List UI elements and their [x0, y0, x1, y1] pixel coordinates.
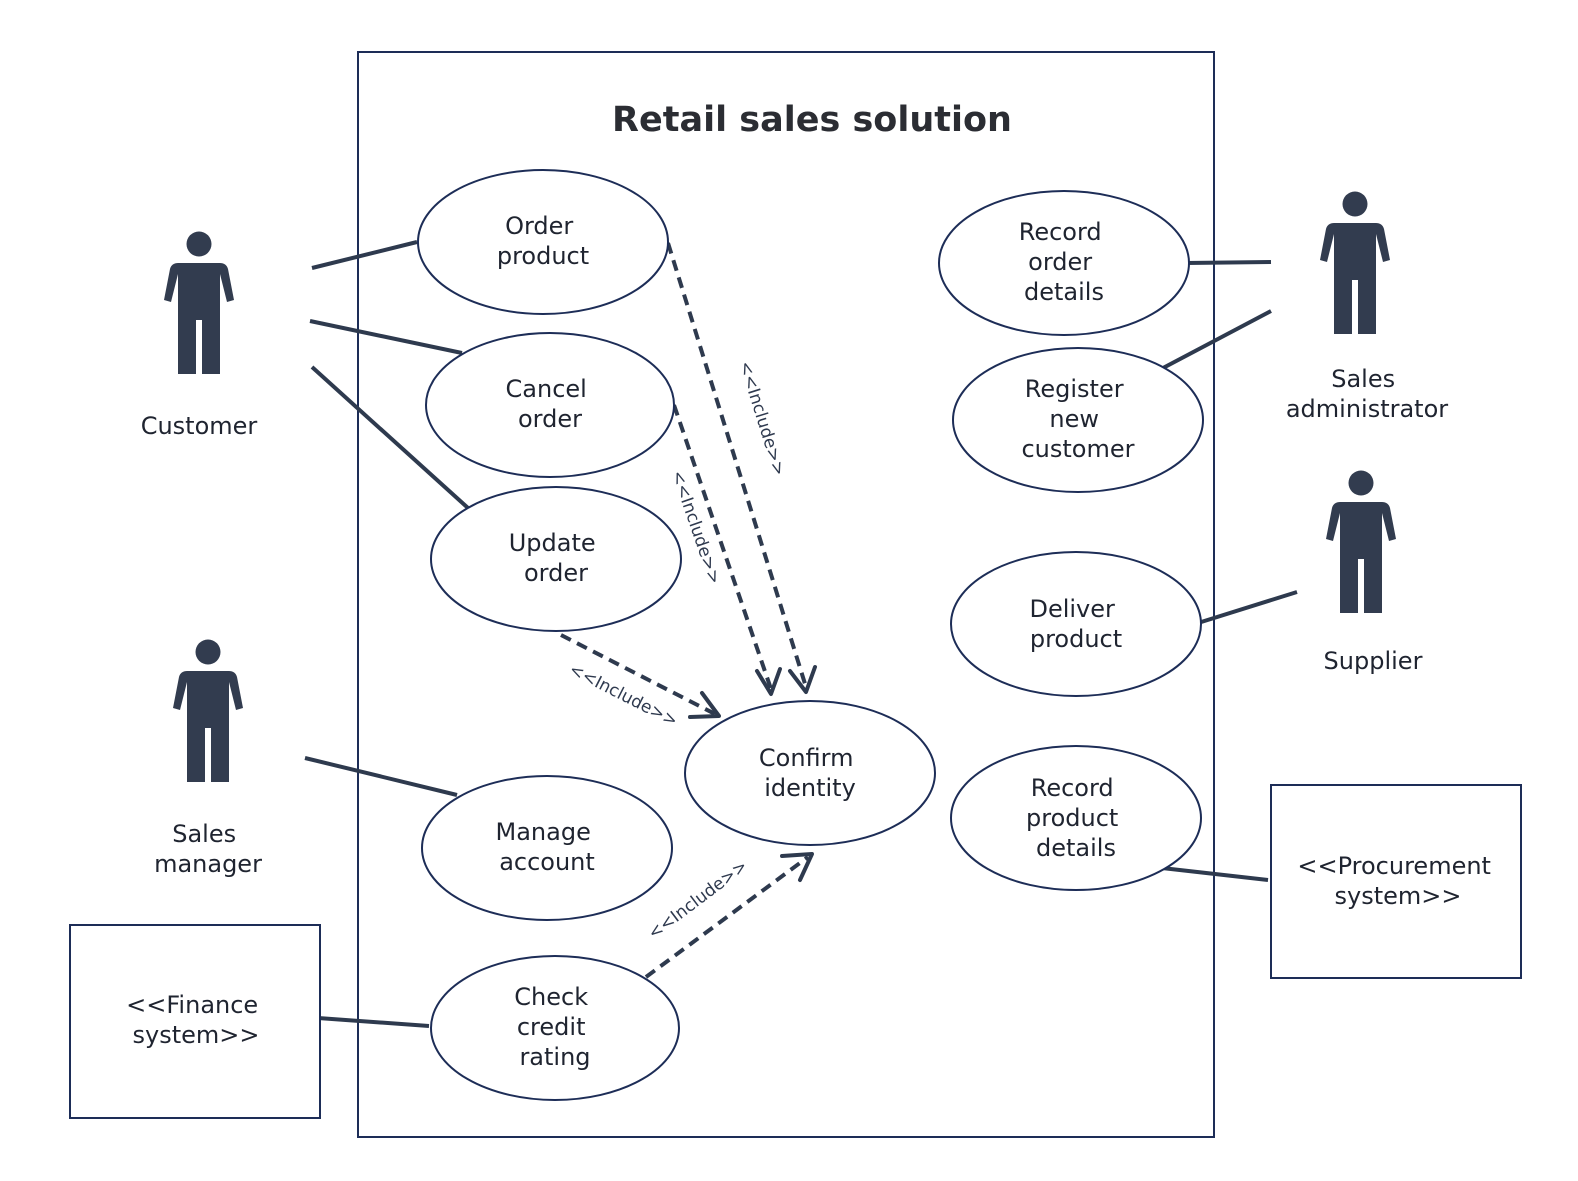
use-case-label: Update order — [509, 529, 604, 587]
external-system-label: <<Procurement system>> — [1297, 852, 1498, 910]
actor-sales-manager: Sales manager — [154, 639, 262, 878]
include-line-check-credit — [644, 855, 810, 979]
external-system-label: <<Finance system>> — [126, 991, 266, 1049]
system-boundary — [357, 51, 1215, 1138]
actor-label: Sales administrator — [1286, 365, 1448, 423]
use-case-label: Order product — [497, 212, 589, 270]
system-title: Retail sales solution — [612, 100, 1012, 140]
use-case-label: Deliver product — [1029, 595, 1122, 653]
external-system-box — [1270, 784, 1522, 979]
include-arrowhead-check-credit — [780, 852, 814, 882]
use-case-ellipse — [430, 955, 680, 1101]
assoc-sales-manager-manage-account — [304, 756, 458, 797]
use-case-label: Record product details — [1026, 774, 1126, 862]
external-system-box — [69, 924, 321, 1119]
person-icon — [1326, 470, 1396, 613]
use-case-ellipse — [421, 775, 673, 921]
use-case-label: Manage account — [496, 818, 599, 876]
use-case-update-order: Update order — [430, 486, 682, 632]
assoc-customer-order-product — [311, 240, 418, 270]
assoc-admin-record-order — [1185, 260, 1272, 265]
use-case-deliver-product: Deliver product — [950, 551, 1202, 697]
use-case-manage-account: Manage account — [421, 775, 673, 921]
use-case-order-product: Order product — [417, 169, 669, 315]
use-case-cancel-order: Cancel order — [425, 332, 675, 478]
use-case-ellipse — [425, 332, 675, 478]
use-case-ellipse — [430, 486, 682, 632]
use-case-ellipse — [417, 169, 669, 315]
use-case-label: Confirm identity — [759, 744, 861, 802]
external-system-finance: <<Finance system>> — [69, 924, 321, 1119]
person-icon — [1320, 191, 1390, 334]
include-arrowhead-order-product — [788, 665, 817, 694]
use-case-ellipse — [950, 551, 1202, 697]
assoc-admin-register-customer — [1162, 309, 1272, 370]
use-case-ellipse — [950, 745, 1202, 891]
include-label-order-product: <<Include>> — [735, 359, 789, 478]
actor-customer: Customer — [141, 231, 258, 440]
use-case-label: Check credit rating — [514, 983, 595, 1071]
assoc-procurement-record-product — [1161, 866, 1269, 882]
include-arrowhead-update-order — [688, 691, 721, 719]
assoc-customer-update-order — [310, 365, 470, 510]
include-label-update-order: <<Include>> — [566, 660, 681, 732]
use-case-ellipse — [952, 347, 1204, 493]
actor-sales-administrator: Sales administrator — [1286, 191, 1448, 423]
actor-label: Sales manager — [154, 820, 262, 878]
person-icon — [164, 231, 234, 374]
associations — [304, 240, 1298, 1028]
person-icon — [173, 639, 243, 782]
include-line-update-order — [560, 633, 716, 716]
assoc-customer-cancel-order — [309, 319, 463, 355]
actor-label: Customer — [141, 412, 258, 440]
use-case-label: Cancel order — [506, 375, 595, 433]
use-case-check-credit-rating: Check credit rating — [430, 955, 680, 1101]
use-case-register-new-customer: Register new customer — [952, 347, 1204, 493]
include-line-order-product — [666, 242, 808, 688]
use-case-record-product-details: Record product details — [950, 745, 1202, 891]
use-case-confirm-identity: Confirm identity — [684, 700, 936, 846]
assoc-supplier-deliver-product — [1197, 590, 1298, 625]
actor-supplier: Supplier — [1324, 470, 1423, 675]
external-system-procurement: <<Procurement system>> — [1270, 784, 1522, 979]
use-case-ellipse — [938, 190, 1190, 336]
actor-label: Supplier — [1324, 647, 1423, 675]
use-case-label: Record order details — [1019, 218, 1110, 306]
assoc-finance-check-credit — [317, 1016, 430, 1028]
use-case-ellipse — [684, 700, 936, 846]
use-case-label: Register new customer — [1021, 375, 1134, 463]
include-line-cancel-order — [672, 404, 773, 690]
use-case-record-order-details: Record order details — [938, 190, 1190, 336]
include-arrowhead-cancel-order — [755, 667, 782, 696]
